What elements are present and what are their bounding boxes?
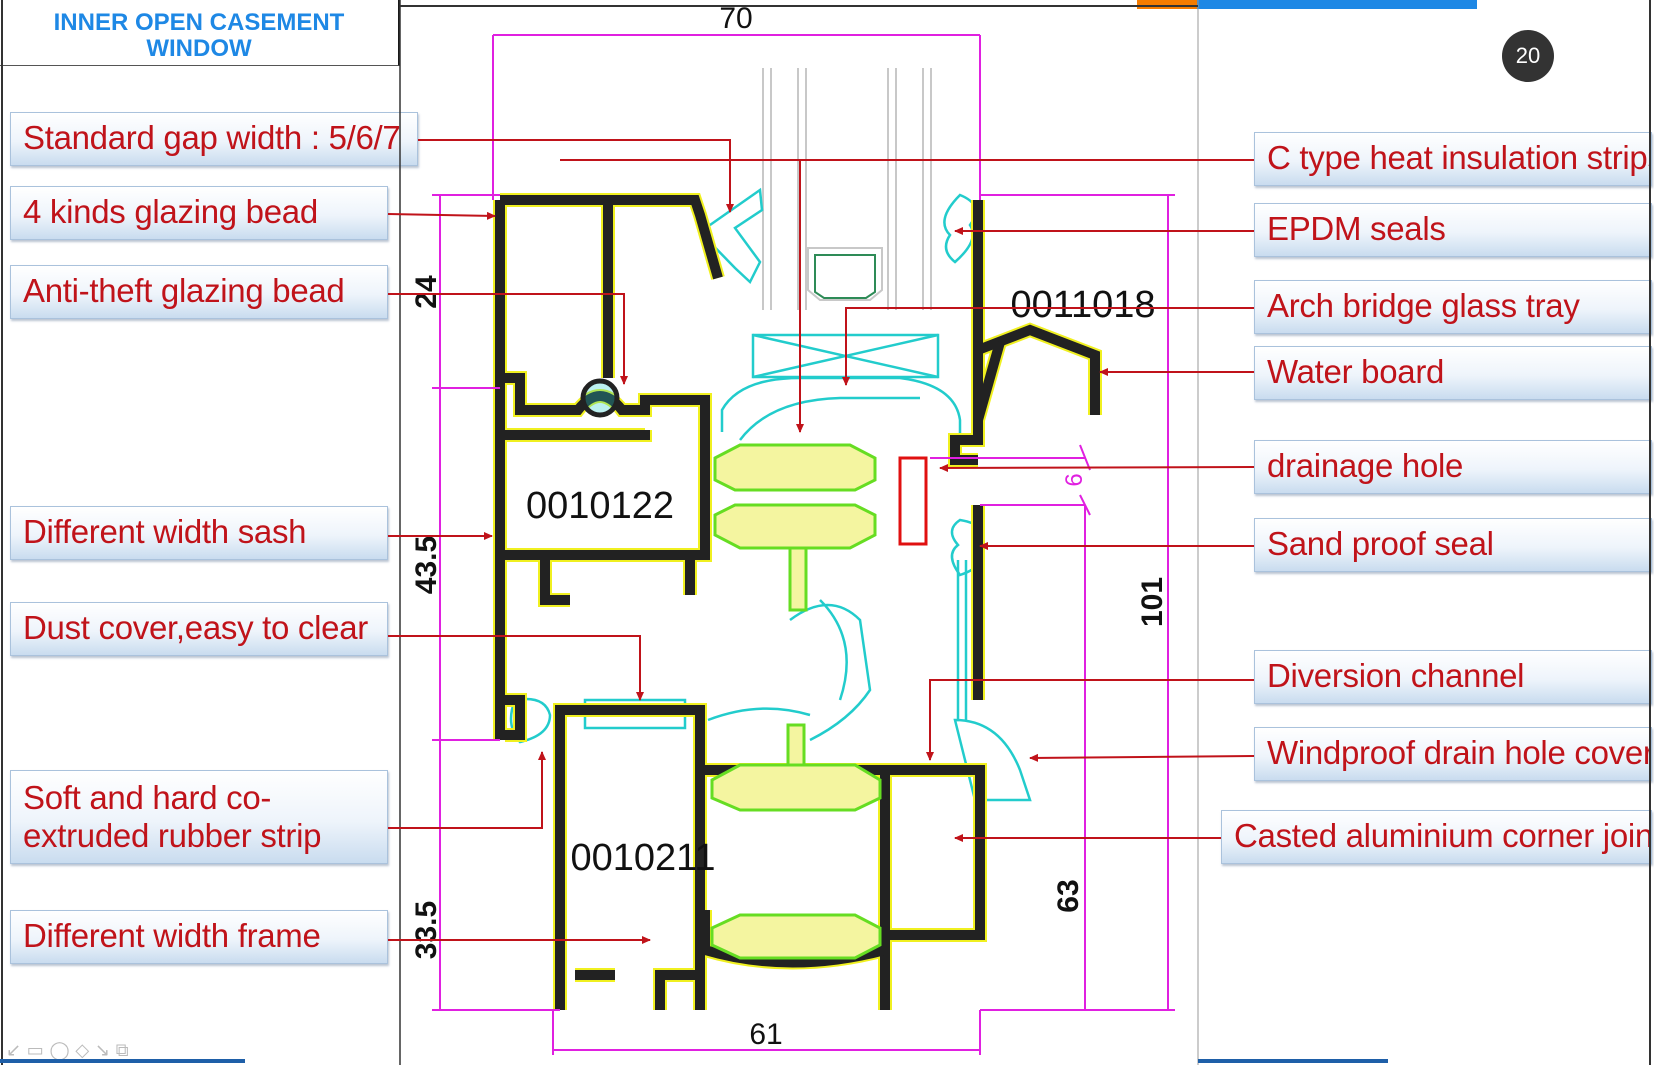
dim-right-lower: 63 bbox=[1052, 879, 1085, 912]
label-sand-proof-seal: Sand proof seal bbox=[1254, 518, 1652, 572]
label-epdm-seals: EPDM seals bbox=[1254, 203, 1652, 257]
dim-top-width: 70 bbox=[719, 2, 752, 35]
label-co-extruded-rubber-strip: Soft and hard co-extruded rubber strip bbox=[10, 770, 388, 864]
bottom-right-progress-bar bbox=[1198, 1059, 1388, 1063]
dim-left-lower: 33.5 bbox=[410, 901, 443, 959]
label-windproof-drain-hole-cover: Windproof drain hole cover bbox=[1254, 727, 1652, 781]
top-accent-strip-orange bbox=[1137, 0, 1197, 9]
heat-insulation-strips bbox=[710, 443, 882, 960]
sash-profile-code: 0010122 bbox=[526, 485, 674, 527]
label-drainage-hole: drainage hole bbox=[1254, 440, 1652, 494]
label-casted-corner-joint: Casted aluminium corner joint bbox=[1221, 810, 1652, 864]
dim-left-middle: 43.5 bbox=[410, 536, 443, 594]
dimension-lines bbox=[432, 34, 1175, 1055]
arch-bridge-glass-tray-shape bbox=[720, 333, 962, 441]
dim-left-upper: 24 bbox=[410, 275, 443, 309]
label-anti-theft-glazing-bead: Anti-theft glazing bead bbox=[10, 265, 388, 319]
label-dust-cover: Dust cover,easy to clear bbox=[10, 602, 388, 656]
bead-profile-code: 0011018 bbox=[1010, 284, 1155, 326]
drainage-hole-highlight bbox=[898, 456, 928, 546]
annotation-toolbar-icons[interactable]: ↙ ▭ ◯ ◇ ↘ ⧉ bbox=[6, 1040, 129, 1061]
label-c-type-insulation-strips: C type heat insulation strips bbox=[1254, 132, 1652, 186]
label-glazing-bead-kinds: 4 kinds glazing bead bbox=[10, 186, 388, 240]
label-different-width-frame: Different width frame bbox=[10, 910, 388, 964]
label-standard-gap-width: Standard gap width : 5/6/7 bbox=[10, 112, 418, 166]
bottom-left-progress-bar bbox=[0, 1059, 245, 1063]
slide-title: INNER OPEN CASEMENT WINDOW bbox=[0, 0, 400, 66]
label-arch-bridge-glass-tray: Arch bridge glass tray bbox=[1254, 280, 1652, 334]
dim-bottom-width: 61 bbox=[749, 1018, 782, 1051]
top-accent-strip bbox=[1137, 0, 1477, 9]
glass-panes bbox=[762, 68, 932, 310]
glass-spacer bbox=[814, 254, 876, 299]
label-water-board: Water board bbox=[1254, 346, 1652, 400]
anti-theft-bead-round bbox=[580, 378, 620, 418]
dim-gap: 6 bbox=[1061, 473, 1088, 486]
dim-right-total: 101 bbox=[1136, 577, 1169, 627]
page-number-badge: 20 bbox=[1502, 30, 1554, 82]
label-diversion-channel: Diversion channel bbox=[1254, 650, 1652, 704]
frame-profile-code: 0010211 bbox=[570, 837, 715, 879]
leader-lines bbox=[387, 139, 1255, 944]
label-different-width-sash: Different width sash bbox=[10, 506, 388, 560]
